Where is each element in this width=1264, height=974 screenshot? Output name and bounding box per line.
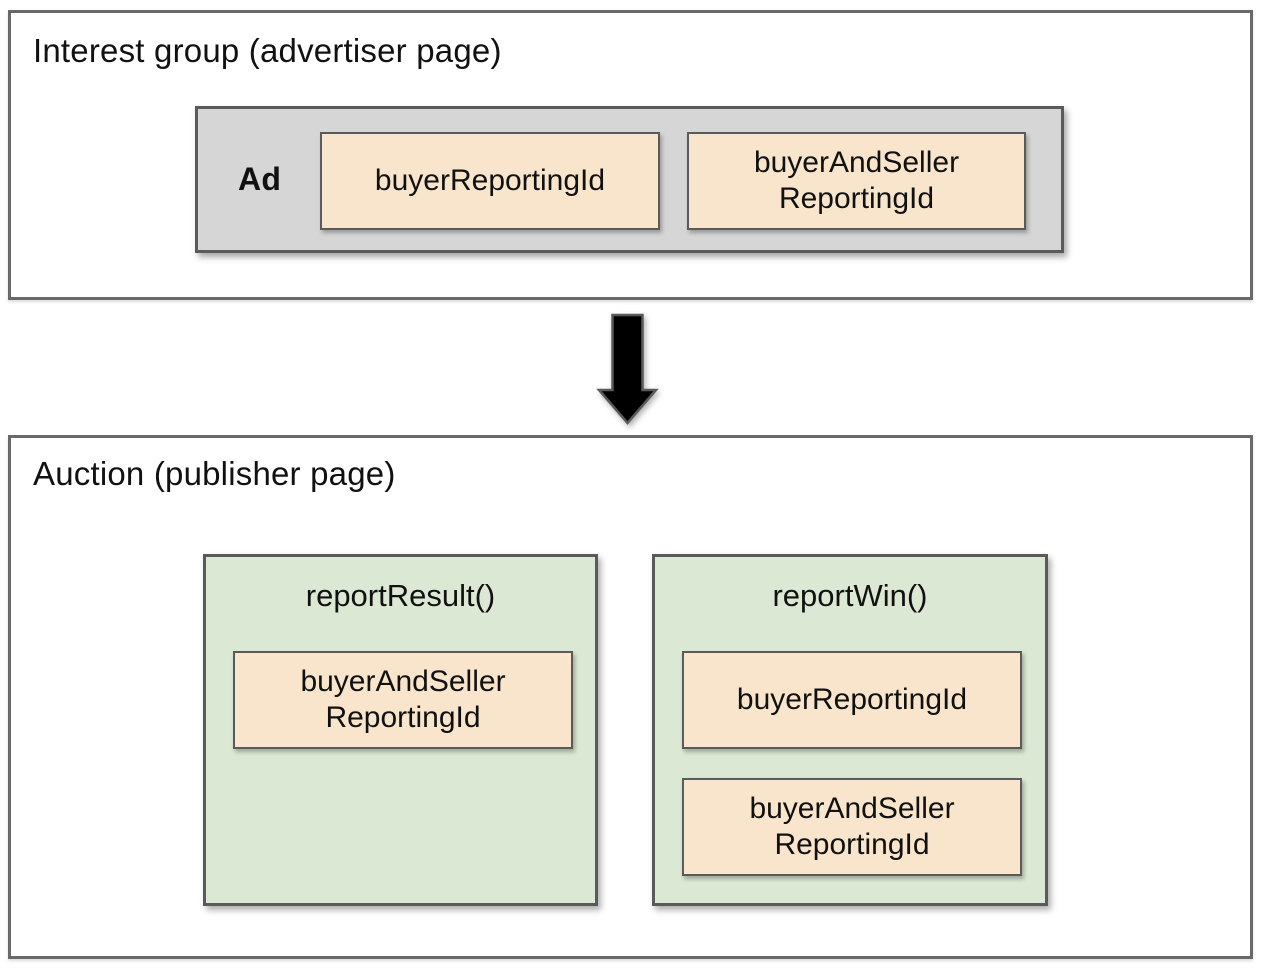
chip-buyer-and-seller-reporting-id: buyerAndSeller ReportingId (233, 651, 573, 749)
chip-buyer-reporting-id: buyerReportingId (320, 132, 660, 230)
interest-group-panel: Interest group (advertiser page) Ad buye… (8, 10, 1253, 300)
report-win-label: reportWin() (772, 578, 928, 613)
chip-buyer-reporting-id: buyerReportingId (682, 651, 1022, 749)
report-result-label: reportResult() (305, 578, 496, 613)
interest-group-title: Interest group (advertiser page) (33, 32, 502, 69)
auction-panel: Auction (publisher page) reportResult() … (8, 435, 1253, 959)
chip-buyer-and-seller-reporting-id: buyerAndSeller ReportingId (682, 778, 1022, 876)
ad-label: Ad (238, 161, 282, 197)
ad-container: Ad buyerReportingId buyerAndSeller Repor… (195, 106, 1064, 253)
down-arrow-icon (596, 313, 659, 425)
report-result-box: reportResult() buyerAndSeller ReportingI… (203, 554, 598, 906)
report-win-box: reportWin() buyerReportingId buyerAndSel… (652, 554, 1048, 906)
auction-title: Auction (publisher page) (33, 455, 396, 492)
chip-buyer-and-seller-reporting-id: buyerAndSeller ReportingId (687, 132, 1026, 230)
